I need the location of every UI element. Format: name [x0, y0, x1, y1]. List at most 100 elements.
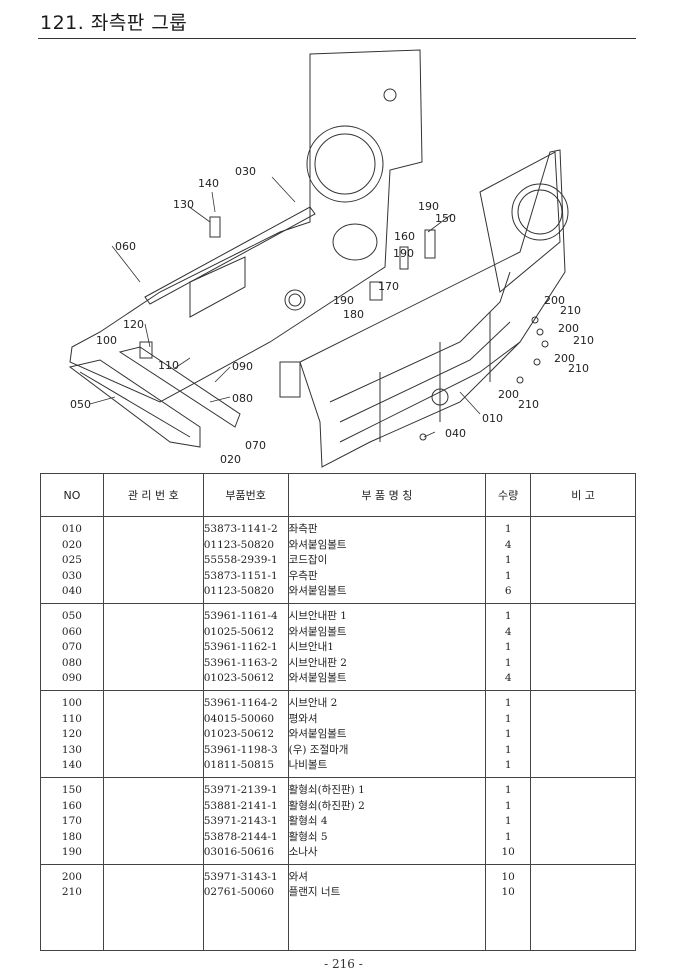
parts-table: NO 관 리 번 호 부품번호 부 품 명 칭 수량 비 고 010 020 0…	[40, 473, 636, 951]
svg-text:020: 020	[220, 453, 241, 466]
row-part-name: 평와셔	[288, 712, 318, 725]
table-row-group: 010 020 025 030 040 53873-1141-2 01123-5…	[40, 516, 636, 604]
row-part-name: 와셔붙임볼트	[288, 672, 347, 685]
row-no: 140	[61, 759, 82, 772]
management-cell	[102, 516, 204, 604]
row-part-no: 53971-2143-1	[203, 815, 278, 828]
row-part-no: 01023-50612	[203, 728, 275, 741]
panel-round-cutout	[306, 125, 384, 203]
row-part-no: 53873-1141-2	[203, 523, 278, 535]
row-qty: 1	[504, 815, 512, 828]
svg-text:010: 010	[482, 412, 503, 425]
row-qty: 1	[504, 523, 512, 535]
callout-labels: 030 140 130 060 190 150 160 190 170 190 …	[70, 165, 594, 466]
svg-text:200: 200	[558, 322, 579, 335]
page-number: - 216 -	[324, 957, 363, 971]
col-header-remarks: 비 고	[530, 473, 636, 517]
row-part-no: 53961-1164-2	[203, 696, 278, 709]
row-part-no: 53971-2139-1	[203, 783, 278, 796]
svg-text:190: 190	[418, 200, 439, 213]
row-part-no: 53873-1151-1	[203, 569, 278, 582]
row-part-name: 소나사	[288, 846, 318, 859]
row-part-name: 플랜지 너트	[288, 886, 341, 899]
remarks-cell	[530, 864, 636, 951]
management-cell	[102, 690, 204, 778]
svg-text:030: 030	[235, 165, 256, 178]
frame-round-cutout	[511, 183, 569, 241]
svg-text:200: 200	[498, 388, 519, 401]
row-part-name: 활형쇠(하진판) 1	[288, 783, 365, 796]
row-no: 010	[61, 523, 82, 535]
svg-text:210: 210	[560, 304, 581, 317]
row-part-name: 활형쇠 5	[288, 830, 328, 843]
row-no: 170	[61, 815, 82, 828]
row-part-name: 와셔붙임볼트	[288, 585, 347, 598]
svg-text:190: 190	[333, 294, 354, 307]
title-underline	[38, 38, 636, 39]
row-part-name: 시브안내판 2	[288, 656, 347, 669]
row-qty: 1	[504, 609, 512, 622]
row-part-no: 01025-50612	[203, 625, 275, 638]
row-qty: 1	[504, 759, 512, 772]
row-no: 150	[61, 783, 82, 796]
row-qty: 1	[504, 799, 512, 812]
row-qty: 1	[504, 783, 512, 796]
management-cell	[102, 864, 204, 951]
row-part-name: 우측판	[288, 569, 318, 582]
svg-text:210: 210	[518, 398, 539, 411]
svg-text:090: 090	[232, 360, 253, 373]
row-qty: 1	[504, 712, 512, 725]
row-no: 100	[61, 696, 82, 709]
row-qty: 1	[504, 696, 512, 709]
row-qty: 10	[501, 846, 515, 859]
svg-text:050: 050	[70, 398, 91, 411]
col-header-management: 관 리 번 호	[102, 473, 204, 517]
row-part-no: 03016-50616	[203, 846, 275, 859]
remarks-cell	[530, 690, 636, 778]
row-qty: 1	[504, 569, 512, 582]
col-header-no: NO	[40, 473, 104, 517]
row-no: 025	[61, 554, 82, 567]
col-header-part-no: 부품번호	[202, 473, 289, 517]
row-part-name: 시브안내판 1	[288, 609, 347, 622]
svg-text:170: 170	[378, 280, 399, 293]
row-part-no: 53961-1163-2	[203, 656, 278, 669]
row-no: 040	[61, 585, 82, 598]
row-no: 080	[61, 656, 82, 669]
row-qty: 4	[504, 672, 512, 685]
svg-text:070: 070	[245, 439, 266, 452]
row-part-name: 활형쇠 4	[288, 815, 328, 828]
row-qty: 6	[504, 585, 512, 598]
row-part-no: 53971-3143-1	[203, 870, 278, 883]
sieve-guide-plate-2	[118, 346, 241, 428]
row-part-no: 55558-2939-1	[203, 554, 278, 567]
row-part-name: 시브안내1	[288, 641, 334, 654]
svg-text:210: 210	[573, 334, 594, 347]
table-row-group: 050 060 070 080 090 53961-1161-4 01025-5…	[40, 603, 636, 691]
row-no: 050	[61, 609, 82, 622]
row-part-name: 와셔	[288, 870, 308, 883]
row-part-no: 53881-2141-1	[203, 799, 278, 812]
row-part-no: 53961-1161-4	[203, 609, 278, 622]
exploded-parts-diagram: 030 140 130 060 190 150 160 190 170 190 …	[68, 49, 594, 468]
table-row-group: 150 160 170 180 190 53971-2139-1 53881-2…	[40, 777, 636, 865]
row-no: 020	[61, 538, 82, 551]
row-no: 130	[61, 743, 82, 756]
svg-text:100: 100	[96, 334, 117, 347]
right-frame	[299, 149, 566, 468]
row-part-no: 53878-2144-1	[203, 830, 278, 843]
row-part-name: 나비볼트	[288, 759, 328, 772]
row-part-no: 01811-50815	[203, 759, 275, 772]
left-side-panel	[69, 49, 423, 403]
svg-text:120: 120	[123, 318, 144, 331]
svg-text:080: 080	[232, 392, 253, 405]
row-qty: 1	[504, 743, 512, 756]
row-no: 120	[61, 728, 82, 741]
col-header-part-name: 부 품 명 칭	[287, 473, 487, 517]
page-title: 121. 좌측판 그룹	[40, 12, 188, 34]
row-qty: 1	[504, 641, 512, 654]
row-no: 160	[61, 799, 82, 812]
remarks-cell	[530, 603, 636, 691]
row-part-no: 04015-50060	[203, 712, 275, 725]
col-header-qty: 수량	[485, 473, 532, 517]
